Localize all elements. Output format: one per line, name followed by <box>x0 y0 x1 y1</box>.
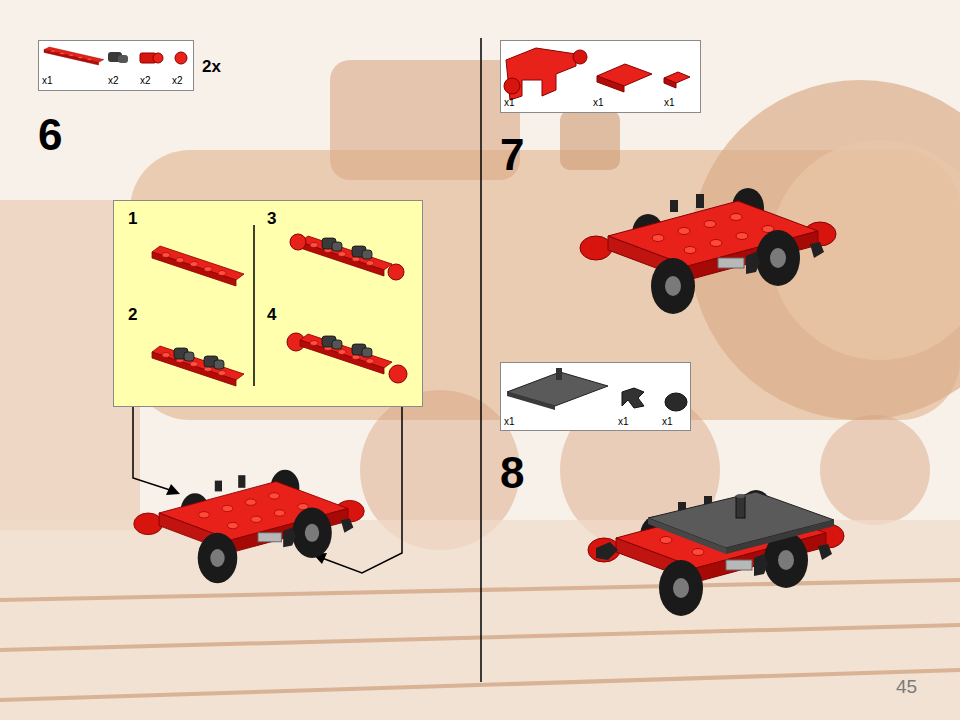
substep-number: 2 <box>128 305 137 325</box>
step-divider <box>480 38 482 682</box>
part-count: x1 <box>42 75 53 87</box>
bogie-step-8 <box>588 490 844 616</box>
substep-number: 4 <box>267 305 276 325</box>
substep-panel: 1 3 2 4 <box>113 200 423 407</box>
step-number: 7 <box>500 130 524 181</box>
parts-box: x1 x1 x1 <box>500 362 691 431</box>
repeat-count: 2x <box>202 57 221 77</box>
panel-fills <box>38 40 701 431</box>
parts-box: x1 x2 x2 x2 <box>38 40 194 91</box>
substep-pictures <box>152 234 407 386</box>
part-count: x1 <box>662 416 673 428</box>
part-count: x2 <box>108 75 119 87</box>
substep-number: 1 <box>128 209 137 229</box>
page-number: 45 <box>896 676 917 698</box>
part-count: x1 <box>504 97 515 109</box>
step-number: 6 <box>38 110 62 161</box>
substep-number: 3 <box>267 209 276 229</box>
bogie-step-6 <box>134 470 364 583</box>
part-count: x1 <box>593 97 604 109</box>
parts-step-7 <box>504 48 690 100</box>
part-count: x1 <box>664 97 675 109</box>
bogie-step-7 <box>580 188 836 314</box>
arrowhead <box>166 484 180 495</box>
parts-step-8 <box>507 368 687 411</box>
parts-step-6 <box>44 47 187 65</box>
substep-divider <box>253 225 255 386</box>
part-count: x1 <box>504 416 515 428</box>
step-number: 8 <box>500 448 524 499</box>
part-count: x2 <box>140 75 151 87</box>
part-count: x1 <box>618 416 629 428</box>
parts-box: x1 x1 x1 <box>500 40 701 113</box>
part-count: x2 <box>172 75 183 87</box>
